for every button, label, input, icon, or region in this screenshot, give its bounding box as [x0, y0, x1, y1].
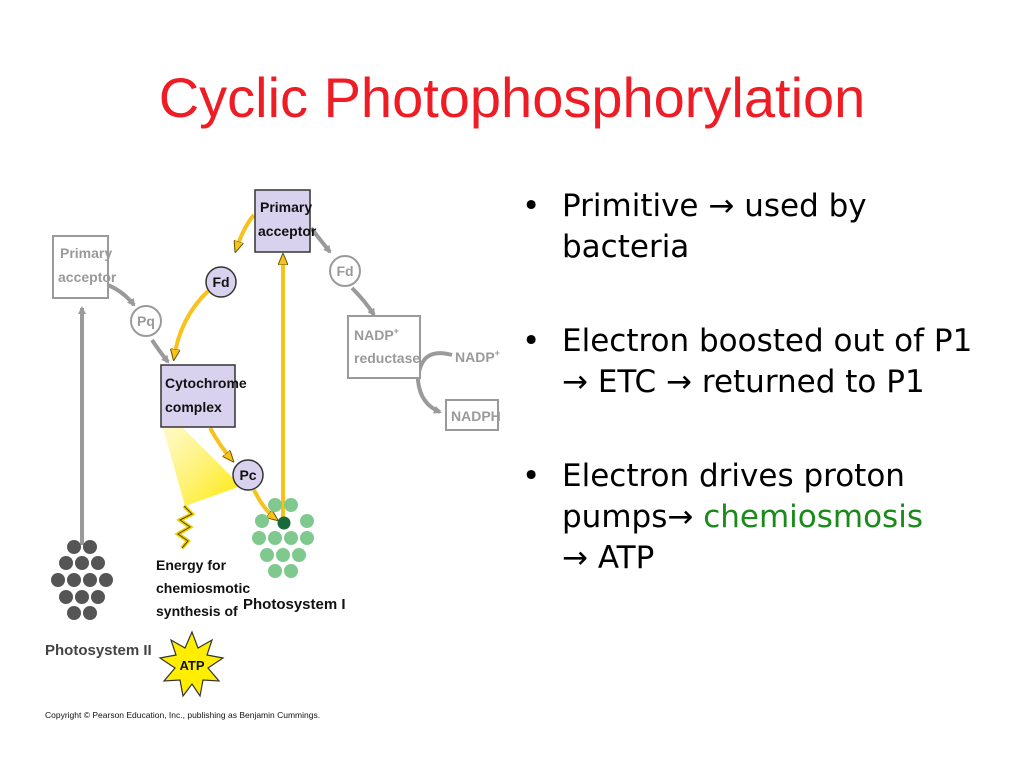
nadp-reductase-line1: NADP [354, 327, 394, 343]
ps2-primary-acceptor-box: Primary acceptor [52, 235, 117, 299]
fd-faded-node: Fd [329, 255, 361, 287]
ps2-acceptor-line1: Primary [60, 245, 112, 261]
nadp-reductase-line2: reductase [354, 350, 420, 366]
energy-label-line1: Energy for [156, 557, 227, 573]
slide-title: Cyclic Photophosphorylation [158, 66, 866, 129]
copyright-text: Copyright © Pearson Education, Inc., pub… [45, 710, 320, 720]
photosystem-1-cluster [252, 498, 314, 578]
arrow-pq-to-cytochrome [150, 338, 170, 364]
bullet-dot: • [522, 323, 541, 359]
chemiosmosis-term: chemiosmosis [703, 499, 923, 535]
photosystem-2-label: Photosystem II [45, 642, 152, 659]
pq-label: Pq [137, 313, 155, 329]
bullet-electron-boosted: • Electron boosted out of P1 → ETC → ret… [522, 323, 973, 400]
arrow-symbol: → [562, 540, 588, 576]
pc-node: Pc [232, 459, 264, 491]
pq-node: Pq [130, 305, 162, 337]
arrow-symbol: → [667, 499, 694, 535]
bullet-primitive: • Primitive → used by bacteria [522, 188, 867, 265]
fd-faded-label: Fd [336, 263, 353, 279]
fd-node: Fd [205, 266, 237, 298]
ps1-acceptor-line2: acceptor [258, 223, 317, 239]
svg-text:NADP+: NADP+ [354, 326, 399, 343]
ps1-acceptor-line1: Primary [260, 199, 312, 215]
bullet-dot: • [522, 188, 541, 224]
photosystem-1-label: Photosystem I [243, 596, 346, 613]
energy-beam [163, 428, 241, 506]
arrow-fd-to-reductase [350, 286, 376, 317]
cytochrome-line1: Cytochrome [165, 375, 247, 391]
nadp-plus-label: NADP [455, 349, 495, 365]
nadp-reductase-box: NADP+ reductase [347, 315, 421, 379]
energy-label-line3: synthesis of [156, 603, 238, 619]
energy-label-line2: chemiosmotic [156, 580, 250, 596]
arrow-symbol: → [562, 364, 588, 400]
arrow-pc-to-ps1 [252, 489, 276, 519]
arrow-acceptor-to-fd [236, 213, 256, 250]
bullet-dot: • [522, 458, 541, 494]
cytochrome-complex-box: Cytochrome complex [160, 364, 247, 428]
ps2-acceptor-line2: acceptor [58, 269, 117, 285]
bullet-proton-pumps: • Electron drives proton pumps→ chemiosm… [522, 458, 923, 576]
photosystem-2-cluster [51, 540, 113, 620]
arrow-nadp-cycle [415, 351, 453, 414]
arrow-symbol: → [666, 364, 693, 400]
arrow-symbol: → [708, 188, 735, 224]
arrow-acceptor-to-fd-faded [309, 226, 332, 254]
nadph-box: NADPH [445, 399, 501, 431]
arrow-acceptor-to-pq [107, 283, 136, 307]
bullet-list: • Primitive → used by bacteria • Electro… [522, 186, 1002, 632]
svg-text:NADP+: NADP+ [455, 348, 500, 365]
cytochrome-line2: complex [165, 399, 222, 415]
atp-starburst: ATP [158, 630, 225, 698]
arrow-fd-to-cytochrome [174, 289, 210, 358]
atp-label: ATP [179, 658, 204, 673]
arrow-cytochrome-to-pc [208, 427, 232, 460]
fd-label: Fd [212, 274, 229, 290]
pc-label: Pc [239, 467, 256, 483]
nadph-label: NADPH [451, 408, 501, 424]
ps1-primary-acceptor-box: Primary acceptor [254, 189, 317, 253]
